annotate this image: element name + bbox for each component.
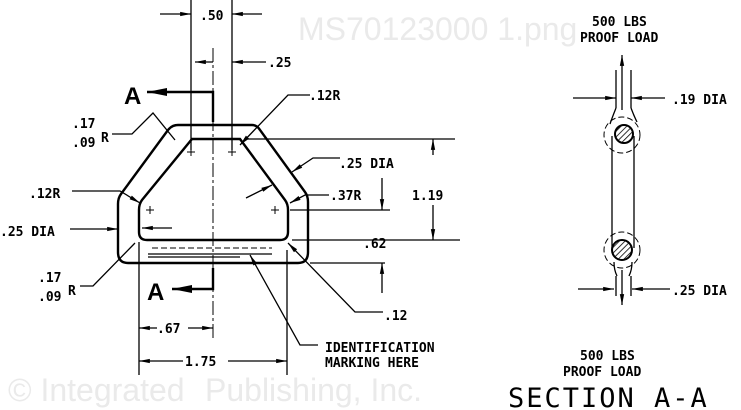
dim-radius-top-right: .12R: [309, 89, 340, 104]
section-dim-arrows: [573, 95, 670, 292]
watermark-line-2: Publishing, Inc.: [205, 372, 422, 408]
section-cut-lines: [147, 88, 215, 293]
bottom-pin-envelope: [603, 231, 641, 269]
section-marker-top: A: [124, 83, 141, 110]
dim-bottom-thickness: .12: [384, 309, 407, 324]
section-marker-bottom: A: [147, 279, 164, 306]
watermark-line-1: © Integrated: [8, 372, 185, 408]
top-dia-label: .19 DIA: [672, 93, 727, 108]
extension-lines: [138, 0, 460, 375]
dim-offset-top: .25: [268, 56, 291, 71]
top-pin-section: [614, 124, 634, 144]
dim-radius-upper-suffix: R: [101, 131, 109, 146]
dim-hole-dia-right: .25 DIA: [339, 157, 394, 172]
dim-half-width: .67: [157, 322, 180, 337]
note-line-1: IDENTIFICATION: [325, 341, 435, 356]
bottom-load-line-2: PROOF LOAD: [563, 365, 641, 380]
dim-width-top: .50: [200, 9, 224, 24]
dim-height-overall: 1.19: [412, 189, 443, 204]
center-marks: [146, 148, 279, 214]
section-view: 500 LBS PROOF LOAD .19 DIA .25 DIA 500 L…: [508, 15, 727, 410]
section-title: SECTION A-A: [508, 383, 709, 410]
watermark: © Integrated Publishing, Inc. MS70123000…: [8, 11, 577, 408]
dim-radius-lower-num: .17: [38, 271, 61, 286]
dim-radius-left: .12R: [29, 187, 60, 202]
dim-inner-width: 1.75: [185, 355, 216, 370]
dim-radius-lower-suffix: R: [68, 284, 76, 299]
dim-hole-dia-left: .25 DIA: [0, 225, 55, 240]
outer-outline: [116, 123, 310, 265]
bottom-load-line-1: 500 LBS: [580, 349, 635, 364]
top-load-line-2: PROOF LOAD: [580, 31, 658, 46]
dim-radius-inner-right: .37R: [330, 189, 361, 204]
dim-radius-lower-den: .09: [38, 290, 61, 305]
plan-view: A A .50 .25 .12R .17 .09 R .25 DIA .37R …: [0, 0, 460, 375]
note-line-2: MARKING HERE: [325, 356, 419, 371]
dim-height-bottom: .62: [363, 237, 386, 252]
dim-radius-upper-num: .17: [72, 117, 95, 132]
marking-lines: [148, 247, 272, 258]
top-pin-envelope: [603, 116, 641, 154]
bottom-pin-section: [611, 239, 633, 261]
bottom-dia-label: .25 DIA: [672, 284, 727, 299]
dimension-arrows: [70, 11, 436, 364]
strap-outline: [609, 70, 638, 296]
dim-radius-upper-den: .09: [72, 136, 95, 151]
top-load-line-1: 500 LBS: [592, 15, 647, 30]
inner-outline: [137, 137, 290, 242]
watermark-line-3: MS70123000 1.png: [298, 11, 577, 47]
